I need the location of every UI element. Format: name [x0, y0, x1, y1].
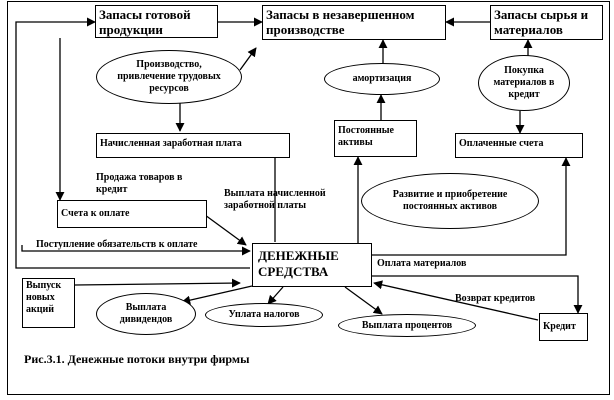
- edge-shares-to-cash: [74, 278, 241, 288]
- label-material-payment: Оплата материалов: [377, 258, 467, 269]
- node-accrued-wages: Начисленная заработная плата: [96, 133, 290, 158]
- node-production: Производство, привлечение трудовых ресур…: [96, 50, 242, 104]
- node-paid-invoices: Оплаченные счета: [455, 133, 583, 158]
- edge-credit-to-cash: [373, 280, 539, 321]
- edge-cash-to-credit: [372, 275, 583, 314]
- node-finished-goods: Запасы готовой продукции: [95, 5, 218, 38]
- node-invoices-payable: Счета к оплате: [57, 200, 207, 228]
- edge-cash-to-paid: [372, 157, 571, 256]
- label-wage-payment: Выплата начисленной заработной платы: [224, 188, 326, 211]
- node-depreciation: амортизация: [324, 63, 440, 95]
- node-taxes: Уплата налогов: [205, 303, 323, 327]
- label-loan-repayment: Возврат кредитов: [455, 293, 536, 304]
- node-development: Развитие и приобретение постоянных актив…: [361, 173, 539, 229]
- node-share-issue: Выпуск новых акций: [22, 278, 75, 328]
- label-liability-receipt: Поступление обязательств к оплате: [36, 239, 198, 250]
- figure-caption: Рис.3.1. Денежные потоки внутри фирмы: [24, 352, 250, 366]
- edge-cash-to-dividends: [181, 285, 253, 305]
- edge-invoices-to-cash: [204, 214, 247, 246]
- label-sales-on-credit: Продажа товаров в кредит: [96, 172, 183, 195]
- edge-production-to-wip: [239, 47, 257, 71]
- node-credit: Кредит: [539, 313, 588, 341]
- edge-liability-to-cash: [21, 245, 251, 256]
- node-interest: Выплата процентов: [338, 314, 476, 337]
- edge-cash-to-taxes: [267, 286, 284, 305]
- node-dividends: Выплата дивидендов: [96, 293, 196, 335]
- node-purchase-materials: Покупка материалов в кредит: [478, 55, 570, 111]
- node-raw-materials: Запасы сырья и материалов: [490, 5, 603, 40]
- node-cash: ДЕНЕЖНЫЕ СРЕДСТВА: [252, 243, 372, 287]
- edge-cash-to-finished: [15, 17, 250, 269]
- node-fixed-assets: Постоянные активы: [334, 120, 417, 157]
- edge-cash-to-interest: [344, 286, 383, 315]
- node-wip: Запасы в незавершенном производстве: [262, 5, 446, 40]
- diagram-frame: [7, 1, 610, 395]
